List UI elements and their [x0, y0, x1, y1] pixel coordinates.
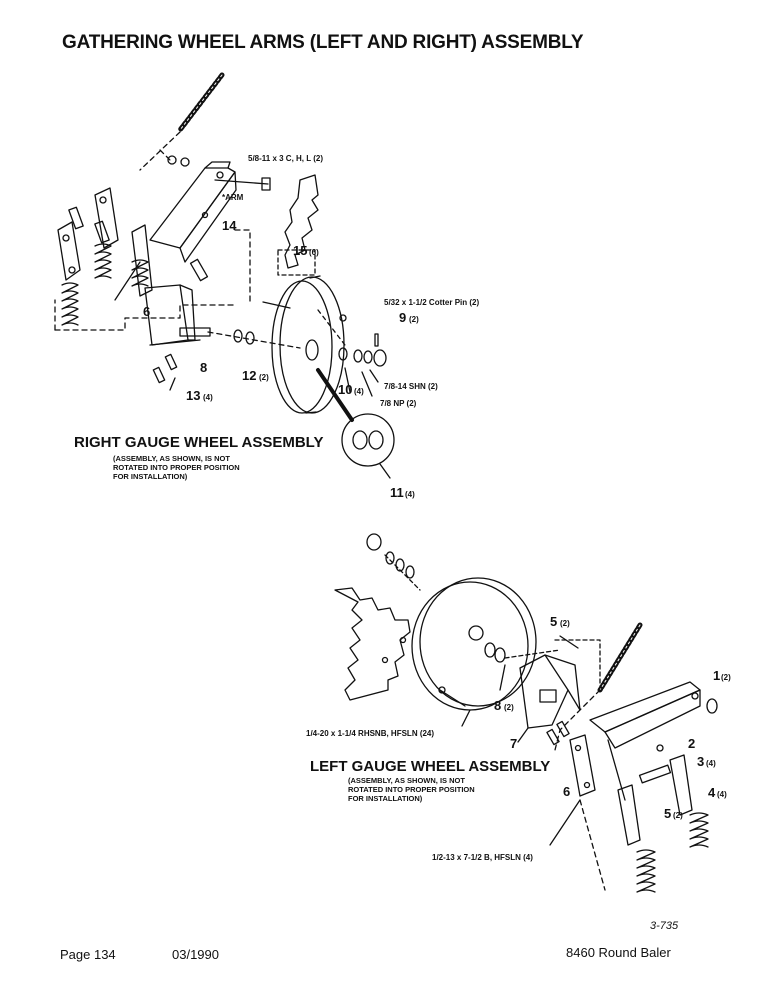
- svg-text:(2): (2): [259, 373, 269, 382]
- page-number: Page 134: [60, 947, 116, 962]
- callout-np: 7/8 NP (2): [380, 399, 417, 408]
- svg-text:(4): (4): [717, 790, 727, 799]
- bolt-5-8: [214, 177, 271, 191]
- svg-text:(2): (2): [560, 619, 570, 628]
- callout-shn: 7/8-14 SHN (2): [384, 382, 438, 391]
- bracket-8: [144, 284, 211, 346]
- svg-text:2: 2: [688, 736, 695, 751]
- callout-cotter-pin: 5/32 x 1-1/2 Cotter Pin (2): [384, 298, 479, 307]
- nuts-right: [338, 333, 387, 367]
- callout-arm: *ARM: [222, 193, 244, 202]
- svg-text:5: 5: [664, 806, 671, 821]
- sprocket-left: [334, 587, 411, 701]
- document-code: 3-735: [650, 920, 679, 932]
- svg-text:12: 12: [242, 368, 256, 383]
- right-assembly-title: RIGHT GAUGE WHEEL ASSEMBLY: [74, 434, 323, 451]
- svg-text:14: 14: [222, 218, 237, 233]
- svg-text:(2): (2): [504, 703, 514, 712]
- part-number: 10 (4): [338, 382, 364, 397]
- svg-text:11: 11: [390, 485, 404, 500]
- svg-text:7: 7: [510, 736, 517, 751]
- part-number: 5 (2): [550, 614, 570, 629]
- svg-text:13: 13: [186, 388, 200, 403]
- svg-text:(4): (4): [354, 387, 364, 396]
- chain-right: [177, 72, 225, 133]
- svg-text:(4): (4): [706, 759, 716, 768]
- part-number: 15 (6): [293, 243, 319, 258]
- arm-14: [149, 161, 237, 263]
- part-number: 12 (2): [242, 368, 269, 383]
- svg-text:(2): (2): [673, 811, 683, 820]
- svg-text:3: 3: [697, 754, 704, 769]
- svg-text:9: 9: [399, 310, 406, 325]
- part-number: 6: [563, 784, 570, 799]
- svg-text:8: 8: [200, 360, 207, 375]
- left-assembly-note-line: (ASSEMBLY, AS SHOWN, IS NOT: [348, 776, 465, 785]
- part-number: 1 (2): [713, 668, 731, 683]
- svg-text:(2): (2): [721, 673, 731, 682]
- svg-text:6: 6: [563, 784, 570, 799]
- model-name: 8460 Round Baler: [566, 945, 671, 960]
- svg-text:(4): (4): [203, 393, 213, 402]
- gauge-wheel-right: [271, 275, 346, 414]
- callout-bolt-1-2: 1/2-13 x 7-1/2 B, HFSLN (4): [432, 853, 533, 862]
- part-number: 14: [222, 218, 237, 233]
- right-assembly-note-line: ROTATED INTO PROPER POSITION: [113, 463, 240, 472]
- part-number: 3 (4): [697, 754, 716, 769]
- right-assembly-note-line: FOR INSTALLATION): [113, 472, 188, 481]
- part-number: 6: [143, 304, 150, 319]
- left-assembly-title: LEFT GAUGE WHEEL ASSEMBLY: [310, 758, 550, 775]
- part-number: 8: [200, 360, 207, 375]
- page-title: GATHERING WHEEL ARMS (LEFT AND RIGHT) AS…: [62, 32, 584, 53]
- springs-left: [636, 812, 709, 893]
- part-number: 5 (2): [664, 806, 683, 821]
- svg-text:(6): (6): [309, 248, 319, 257]
- svg-text:4: 4: [708, 785, 716, 800]
- part-number: 7: [510, 736, 517, 751]
- revision-date: 03/1990: [172, 947, 219, 962]
- svg-text:(4): (4): [405, 490, 415, 499]
- bracket-links-right: [57, 187, 153, 297]
- right-assembly-note-line: (ASSEMBLY, AS SHOWN, IS NOT: [113, 454, 230, 463]
- part-number: 13 (4): [186, 388, 213, 403]
- svg-text:15: 15: [293, 243, 307, 258]
- svg-text:1: 1: [713, 668, 720, 683]
- callout-bolt-5-8: 5/8-11 x 3 C, H, L (2): [248, 154, 323, 163]
- part-number: 4 (4): [708, 785, 727, 800]
- links-3-5: [617, 754, 693, 846]
- part-number: 11 (4): [390, 485, 415, 500]
- svg-text:8: 8: [494, 698, 501, 713]
- left-assembly-note-line: ROTATED INTO PROPER POSITION: [348, 785, 475, 794]
- part-number: 8 (2): [494, 698, 514, 713]
- sprocket-15: [277, 174, 319, 276]
- callout-rhsnb: 1/4-20 x 1-1/4 RHSNB, HFSLN (24): [306, 729, 434, 738]
- svg-text:5: 5: [550, 614, 557, 629]
- detail-circle-11: [316, 368, 395, 479]
- gauge-wheel-left: [399, 577, 537, 711]
- bracket-7: [519, 654, 581, 746]
- arm-2: [589, 681, 701, 801]
- svg-text:10: 10: [338, 382, 352, 397]
- svg-text:(2): (2): [409, 315, 419, 324]
- svg-text:6: 6: [143, 304, 150, 319]
- link-6: [569, 734, 596, 797]
- part-number: 9 (2): [399, 310, 419, 325]
- part-number: 2: [688, 736, 695, 751]
- springs-right: [61, 243, 149, 326]
- chain-left: [554, 622, 643, 751]
- left-assembly-note-line: FOR INSTALLATION): [348, 794, 423, 803]
- nuts-left: [366, 533, 421, 591]
